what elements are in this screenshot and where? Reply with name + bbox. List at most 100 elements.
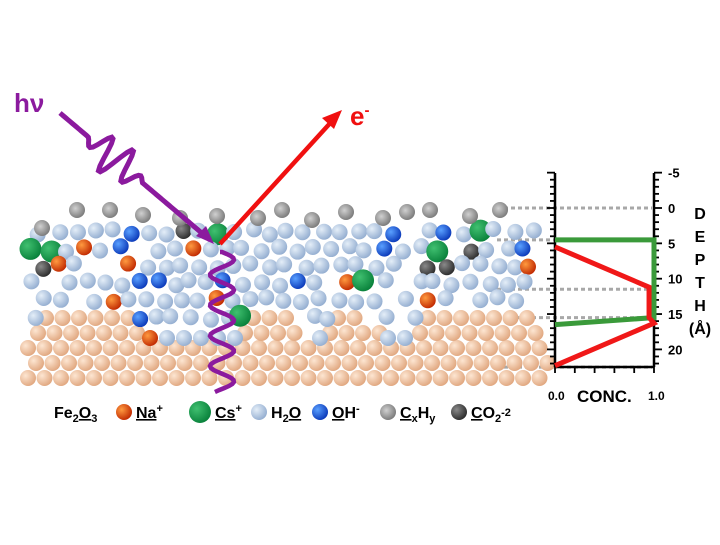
h2o-particle: [261, 226, 278, 243]
na-particle: [120, 255, 137, 272]
fe-particle: [308, 355, 325, 371]
h2o-particle: [114, 277, 131, 294]
legend-label: OH-: [332, 403, 360, 422]
legend-label-part: 2: [283, 413, 289, 425]
h2o-particle: [162, 308, 179, 325]
h2o-particle: [233, 239, 250, 256]
h2o-particle: [158, 226, 175, 243]
fe-particle: [482, 370, 498, 386]
h2o-particle: [52, 291, 69, 308]
h2o-particle: [298, 259, 315, 276]
fe-particle: [234, 370, 251, 386]
legend-label-part: O: [289, 405, 301, 422]
fe-particle: [261, 310, 278, 326]
fe-particle: [453, 310, 469, 326]
fe-particle: [69, 370, 86, 386]
fe-particle: [531, 370, 548, 386]
fe-particle: [445, 325, 461, 341]
h2o-particle: [462, 273, 479, 290]
cxhy-particle: [102, 202, 118, 218]
legend-label-part: x: [412, 413, 419, 425]
co2-particle: [419, 260, 436, 277]
fe-particle: [465, 340, 482, 356]
h2o-particle: [394, 243, 411, 260]
h2o-particle: [507, 223, 524, 240]
fe-particle: [407, 355, 424, 371]
h2o-particle: [516, 273, 533, 290]
legend-label-part: C: [471, 405, 483, 422]
h2o-particle: [180, 272, 197, 289]
y-axis-label-letter: T: [695, 275, 705, 292]
fe-particle: [333, 370, 350, 386]
fe-particle: [366, 370, 383, 386]
cxhy-particle: [375, 210, 391, 226]
h2o-particle: [35, 289, 52, 306]
fe-particle: [527, 325, 544, 341]
h2o-particle: [319, 310, 336, 327]
h2o-particle: [173, 292, 190, 309]
fe-particle: [539, 355, 556, 371]
h2o-particle: [159, 330, 175, 346]
h2o-particle: [167, 240, 184, 257]
h2o-particle: [472, 255, 489, 272]
h2o-particle: [69, 224, 86, 241]
y-tick-label: 15: [668, 307, 682, 322]
fe-particle: [251, 340, 267, 356]
legend-label-part: -2: [501, 407, 511, 419]
fe-particle: [284, 340, 300, 356]
cs-particle: [19, 237, 42, 260]
photon-label: hν: [14, 88, 44, 118]
fe-particle: [515, 340, 531, 356]
cs-particle: [426, 240, 449, 263]
h2o-particle: [331, 224, 348, 241]
legend-label-part: O: [332, 405, 344, 422]
fe-particle: [168, 370, 185, 386]
h2o-particle: [313, 257, 330, 274]
fe-particle: [350, 340, 366, 356]
fe-particle: [20, 340, 36, 356]
fe-particle: [152, 370, 168, 386]
h2o-particle: [242, 291, 259, 308]
legend-label-part: O: [483, 405, 495, 422]
fe-particle: [355, 325, 371, 341]
na-particle: [76, 239, 93, 256]
h2o-particle: [138, 291, 155, 308]
fe-particle: [185, 370, 201, 386]
fe-particle: [102, 370, 119, 386]
h2o-particle: [289, 243, 306, 260]
oh-particle: [150, 272, 167, 289]
oh-particle: [123, 225, 140, 242]
h2o-particle: [271, 238, 288, 255]
oh-particle: [112, 238, 129, 255]
fe-particle: [366, 340, 383, 356]
cxhy-swatch-icon: [380, 404, 396, 420]
fe-particle: [317, 370, 333, 386]
h2o-particle: [355, 242, 372, 259]
h2o-particle: [368, 259, 385, 276]
h2o-particle: [182, 309, 199, 326]
cs-swatch-icon: [189, 401, 211, 423]
cxhy-particle: [304, 212, 320, 228]
fe-particle: [275, 355, 292, 371]
legend-label-part: -: [356, 403, 360, 415]
legend-label-part: y: [429, 413, 436, 425]
fe-particle: [77, 355, 94, 371]
na-particle: [519, 258, 536, 275]
h2o-particle: [455, 226, 472, 243]
beams: [58, 110, 342, 395]
y-tick-label: -5: [668, 166, 680, 181]
fe-particle: [292, 355, 308, 371]
photon-arrowhead: [196, 226, 214, 244]
profile-line-red: [554, 244, 659, 368]
cxhy-particle: [135, 207, 151, 223]
fe-particle: [420, 310, 436, 326]
na-particle: [185, 240, 202, 257]
h2o-particle: [306, 274, 323, 291]
h2o-particle: [193, 330, 209, 346]
legend-label: Fe2O3: [54, 405, 97, 425]
h2o-particle: [141, 225, 158, 242]
fe-particle: [53, 370, 69, 386]
fe-particle: [494, 325, 511, 341]
fe-particle: [119, 370, 135, 386]
h2o-particle: [331, 292, 348, 309]
